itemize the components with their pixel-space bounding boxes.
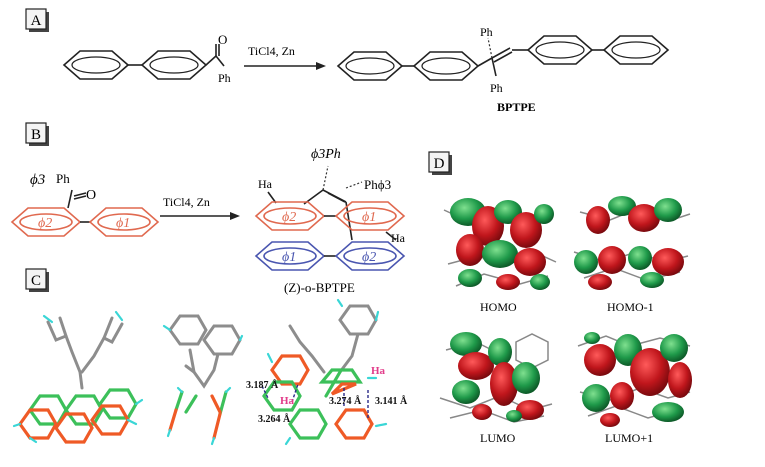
product-ph-bottom: Ph	[490, 81, 503, 95]
ring-phi1	[88, 207, 160, 237]
orbital-lumo: LUMO	[439, 332, 553, 445]
panel-b-label-box: B	[25, 122, 49, 146]
reaction-arrow-b: TiCl4, Zn	[160, 195, 240, 220]
panel-a: A O Ph TiCl4, Zn	[25, 8, 670, 114]
ring-orange	[54, 412, 94, 444]
aromatic-circle	[71, 56, 121, 74]
orbital-label-homo: HOMO	[480, 300, 517, 314]
right-substituent: Phϕ3	[364, 177, 391, 192]
ring-green	[318, 368, 363, 384]
ha-left: Ha	[258, 177, 273, 191]
ring-phi1-label: ϕ1	[116, 216, 130, 231]
ring-green	[262, 380, 302, 412]
distance-1: 3.187 Å	[246, 379, 279, 391]
benzene-ring	[336, 51, 404, 81]
ring-phi2-label: ϕ2	[38, 216, 52, 231]
distance-3: 3.274 Å	[329, 395, 362, 407]
ha-label-c-1: Ha	[371, 365, 386, 377]
product-a: Ph Ph BPTPE	[336, 25, 670, 114]
ph-label-b: Ph	[56, 171, 70, 186]
distance-4: 3.141 Å	[375, 395, 408, 407]
aromatic-circle	[611, 41, 661, 59]
orbital-label-homo-minus-1: HOMO-1	[607, 300, 654, 314]
ring-green	[64, 394, 104, 426]
ring-orange	[334, 408, 374, 440]
ph-label: Ph	[218, 71, 231, 85]
reagents-b: TiCl4, Zn	[163, 195, 210, 209]
benzene-ring	[140, 50, 208, 80]
o-label-b: O	[86, 188, 96, 203]
orbital-lumo-plus-1: LUMO+1	[577, 332, 692, 445]
product-ph-top: Ph	[480, 25, 493, 39]
benzene-ring	[62, 50, 130, 80]
panel-a-label: A	[31, 13, 42, 29]
panel-a-label-box: A	[25, 8, 49, 32]
aromatic-circle	[149, 56, 199, 74]
panel-c: C	[12, 268, 408, 446]
prod-ring-phi1-top-label: ϕ1	[362, 210, 376, 225]
ha-right: Ha	[391, 231, 406, 245]
prod-ring-phi2-bottom	[334, 241, 406, 271]
ring-orange	[270, 354, 310, 386]
aromatic-circle	[421, 57, 471, 75]
orbital-label-lumo-plus-1: LUMO+1	[605, 431, 653, 445]
panel-b-label: B	[31, 127, 41, 143]
ha-label-c-2: Ha	[280, 395, 295, 407]
reactant-b: ϕ3 Ph O ϕ2 ϕ1	[10, 171, 160, 237]
aromatic-circle	[345, 57, 395, 75]
distance-2: 3.264 Å	[258, 413, 291, 425]
product-b: ϕ3Ph Phϕ3 Ha Ha ϕ2 ϕ1 ϕ1 ϕ2	[254, 147, 406, 295]
product-name-a: BPTPE	[497, 100, 536, 114]
orbital-label-lumo: LUMO	[480, 431, 516, 445]
panel-d-label-box: D	[428, 151, 452, 175]
panel-c-label-box: C	[25, 268, 49, 292]
prod-ring-phi1-bottom-label: ϕ1	[282, 250, 296, 265]
phi3-label: ϕ3	[30, 172, 45, 188]
panel-c-label: C	[31, 273, 41, 289]
panel-d: D HOMO	[428, 151, 692, 445]
panel-b: B ϕ3 Ph O ϕ2 ϕ1 TiCl4, Zn ϕ3Ph Phϕ	[10, 122, 406, 295]
product-name-b: (Z)-o-BPTPE	[284, 280, 355, 295]
aromatic-circle	[535, 41, 585, 59]
ring-green	[288, 408, 328, 440]
benzene-ring	[602, 35, 670, 65]
ring-green	[98, 388, 138, 420]
reagents-a: TiCl4, Zn	[248, 44, 295, 58]
prod-ring-phi1-top	[334, 201, 406, 231]
orbital-homo: HOMO	[443, 198, 557, 314]
benzene-ring	[526, 35, 594, 65]
structure-distances: 3.187 Å 3.264 Å 3.274 Å 3.141 Å Ha Ha	[246, 298, 408, 446]
structure-side-view	[162, 314, 244, 446]
benzene-ring	[412, 51, 480, 81]
reactant-a: O Ph	[62, 32, 231, 85]
reaction-arrow-a: TiCl4, Zn	[244, 44, 326, 70]
top-substituent: ϕ3Ph	[311, 147, 341, 162]
structure-overlay	[12, 310, 144, 444]
panel-d-label: D	[434, 156, 445, 172]
prod-ring-phi2-top-label: ϕ2	[282, 210, 296, 225]
prod-ring-phi2-bottom-label: ϕ2	[362, 250, 376, 265]
orbital-homo-minus-1: HOMO-1	[573, 196, 691, 314]
carbonyl-o: O	[218, 32, 227, 47]
